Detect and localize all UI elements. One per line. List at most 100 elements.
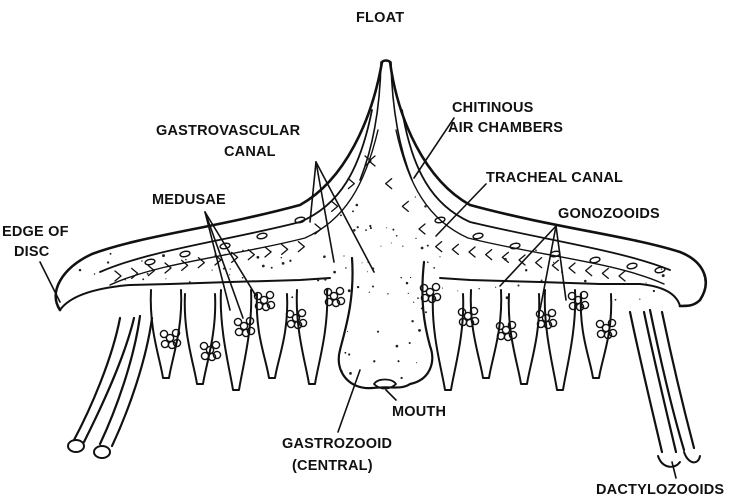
stipple-dot <box>124 279 125 280</box>
stipple-dot <box>442 288 443 289</box>
stipple-dot <box>367 271 368 272</box>
stipple-dot <box>256 256 259 259</box>
stipple-dot <box>653 290 655 292</box>
stipple-dot <box>270 251 271 252</box>
chevron-mark <box>298 242 304 252</box>
stipple-dot <box>343 255 344 256</box>
stipple-dot <box>372 285 374 287</box>
gonozooid <box>257 294 287 378</box>
stipple-dot <box>425 311 427 313</box>
stipple-dot <box>615 299 617 301</box>
stipple-dot <box>212 270 213 271</box>
stipple-dot <box>569 268 570 269</box>
stipple-dot <box>370 227 372 229</box>
gonozooid <box>297 290 327 384</box>
chevron-mark <box>132 268 138 278</box>
stipple-dot <box>165 278 166 279</box>
stipple-dot <box>541 279 543 281</box>
stipple-dot <box>348 353 350 355</box>
stipple-dot <box>289 260 291 262</box>
medusae-cluster <box>596 319 616 338</box>
stipple-dot <box>369 292 370 293</box>
stipple-dot <box>584 280 587 283</box>
stipple-dot <box>225 254 227 256</box>
chevron-mark <box>586 266 592 276</box>
chevron-mark <box>165 263 171 273</box>
label-chitinous-1: CHITINOUS <box>452 100 534 116</box>
stipple-dot <box>396 235 398 237</box>
disc-oval <box>473 232 484 239</box>
label-chitinous-2: AIR CHAMBERS <box>448 120 563 136</box>
chevron-mark <box>315 224 321 234</box>
stipple-dot <box>357 226 359 228</box>
stipple-dot <box>242 277 244 279</box>
stipple-dot <box>646 282 647 283</box>
stipple-dot <box>478 288 479 289</box>
label-medusae: MEDUSAE <box>152 192 226 208</box>
stipple-dot <box>291 296 293 298</box>
stipple-dot <box>130 260 131 261</box>
disc-oval <box>590 256 601 263</box>
stipple-dot <box>413 302 414 303</box>
chevron-mark <box>502 252 508 262</box>
stipple-dot <box>400 277 402 279</box>
stipple-dot <box>400 377 402 379</box>
stipple-dot <box>396 345 399 348</box>
stipple-dot <box>517 284 519 286</box>
stipple-dot <box>408 293 409 294</box>
stipple-dot <box>238 251 239 252</box>
chevron-mark <box>436 242 442 252</box>
label-gastrovascular-1: GASTROVASCULAR <box>156 123 301 139</box>
stipple-dot <box>391 242 392 243</box>
stipple-dot <box>421 247 424 250</box>
stipple-dot <box>662 274 665 277</box>
disc-oval <box>627 262 638 269</box>
stipple-dot <box>340 214 342 216</box>
label-edge-1: EDGE OF <box>2 224 69 240</box>
disc-oval <box>655 266 666 273</box>
stipple-dot <box>402 245 403 246</box>
stipple-dot <box>495 287 496 288</box>
stipple-dot <box>457 290 458 291</box>
chevron-mark <box>115 271 121 281</box>
label-gastrozooid-1: GASTROZOOID <box>282 436 392 452</box>
chevron-mark <box>386 179 392 189</box>
disc-oval <box>180 250 191 257</box>
stipple-dot <box>418 329 421 332</box>
stipple-dot <box>373 360 375 362</box>
stipple-dot <box>348 289 351 292</box>
stipple-dot <box>377 331 379 333</box>
stipple-dot <box>344 352 346 354</box>
tissue-stipple <box>79 196 665 379</box>
stipple-dot <box>323 255 326 258</box>
stipple-dot <box>120 263 121 264</box>
stipple-dot <box>242 250 244 252</box>
stipple-dot <box>411 320 413 322</box>
disc-ovals <box>145 216 666 273</box>
chevron-mark <box>419 224 425 234</box>
chevron-mark <box>402 201 408 211</box>
label-gastrovascular-2: CANAL <box>224 144 276 160</box>
label-tracheal: TRACHEAL CANAL <box>486 170 623 186</box>
stipple-dot <box>271 267 273 269</box>
chevron-mark <box>265 247 271 257</box>
label-dactylozooids: DACTYLOZOOIDS <box>596 482 724 498</box>
dactylozooid-right-1 <box>630 312 676 452</box>
label-edge-2: DISC <box>14 244 50 260</box>
stipple-dot <box>427 261 429 263</box>
stipple-dot <box>262 265 265 268</box>
stipple-dot <box>392 229 394 231</box>
stipple-dot <box>110 253 112 255</box>
chevron-mark <box>486 250 492 260</box>
disc-oval <box>257 232 268 239</box>
stipple-dot <box>365 229 367 231</box>
gonozooid-group <box>151 290 611 390</box>
label-gonozooids: GONOZOOIDS <box>558 206 660 222</box>
stipple-dot <box>369 225 371 227</box>
stipple-dot <box>433 267 435 269</box>
stipple-dot <box>416 362 417 363</box>
medusae-cluster <box>234 317 254 336</box>
chevron-mark <box>452 244 458 254</box>
